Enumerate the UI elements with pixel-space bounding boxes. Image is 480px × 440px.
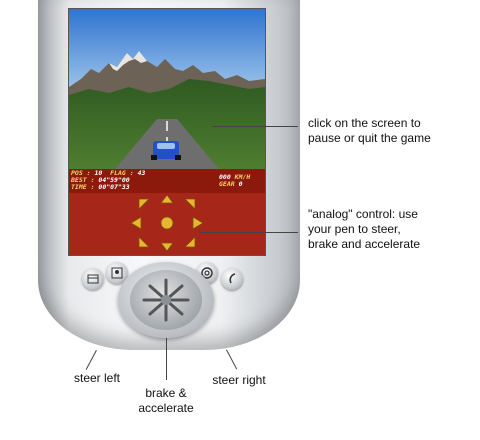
hardware-dpad[interactable] [130,270,202,330]
callout-analog: "analog" control: use your pen to steer,… [308,207,420,252]
arrow-up-left-icon[interactable] [138,198,150,210]
road-line [166,121,168,131]
callout-screen: click on the screen to pause or quit the… [308,116,431,146]
mountain-snow [109,51,147,71]
callout-line-analog [200,232,298,233]
arrow-up-right-icon[interactable] [184,198,196,210]
analog-control-pad[interactable] [69,193,265,255]
label-steer-right: steer right [212,373,266,387]
label-brake-accelerate: brake & accelerate [126,386,206,416]
pos-label: POS [71,169,83,177]
callout-analog-line2: your pen to steer, [308,222,401,236]
gear-label: GEAR [219,180,235,188]
arrow-down-right-icon[interactable] [184,236,196,248]
arrow-down-icon[interactable] [160,242,174,252]
speed-value: 000 [219,173,231,181]
device-screen[interactable]: POS : 10 FLAG : 43 BEST : 04"59"00 TIME … [68,8,266,256]
flag-label: FLAG : [110,169,134,177]
callout-line-screen [212,126,298,127]
arrow-left-icon[interactable] [130,216,142,230]
at-icon [201,267,213,279]
speed-unit: KM/H [234,173,251,181]
time-value: 00"07"33 [98,183,130,191]
flag-value: 43 [137,169,146,177]
player-car [151,141,181,160]
gear-value: 0 [238,180,243,188]
best-label: BEST : [71,176,95,184]
label-brake-line1: brake & [145,386,187,400]
calendar-icon [87,274,99,284]
callout-line-steer-right [226,349,238,370]
contacts-icon [111,267,123,279]
callout-analog-line3: brake and accelerate [308,237,421,251]
callout-line-brake [166,338,167,380]
pos-value: 10 [94,169,103,177]
arrow-down-left-icon[interactable] [138,236,150,248]
game-hud: POS : 10 FLAG : 43 BEST : 04"59"00 TIME … [69,169,265,193]
dpad-star-icon [142,278,190,322]
callout-screen-line2: pause or quit the game [308,131,431,145]
arrow-up-icon[interactable] [160,194,174,204]
callout-analog-line1: "analog" control: use [308,207,418,221]
callout-screen-line1: click on the screen to [308,116,421,130]
game-view[interactable] [69,9,265,169]
arrow-right-icon[interactable] [192,216,204,230]
label-brake-line2: accelerate [138,401,194,415]
time-label: TIME : [71,183,95,191]
calendar-button[interactable] [82,268,104,290]
contacts-button[interactable] [106,262,128,284]
label-steer-left: steer left [73,371,121,385]
center-knob-icon[interactable] [160,216,174,230]
phone-icon [229,273,236,284]
best-value: 04"59"00 [98,176,130,184]
callout-line-steer-left [85,350,97,370]
phone-button[interactable] [221,268,243,290]
